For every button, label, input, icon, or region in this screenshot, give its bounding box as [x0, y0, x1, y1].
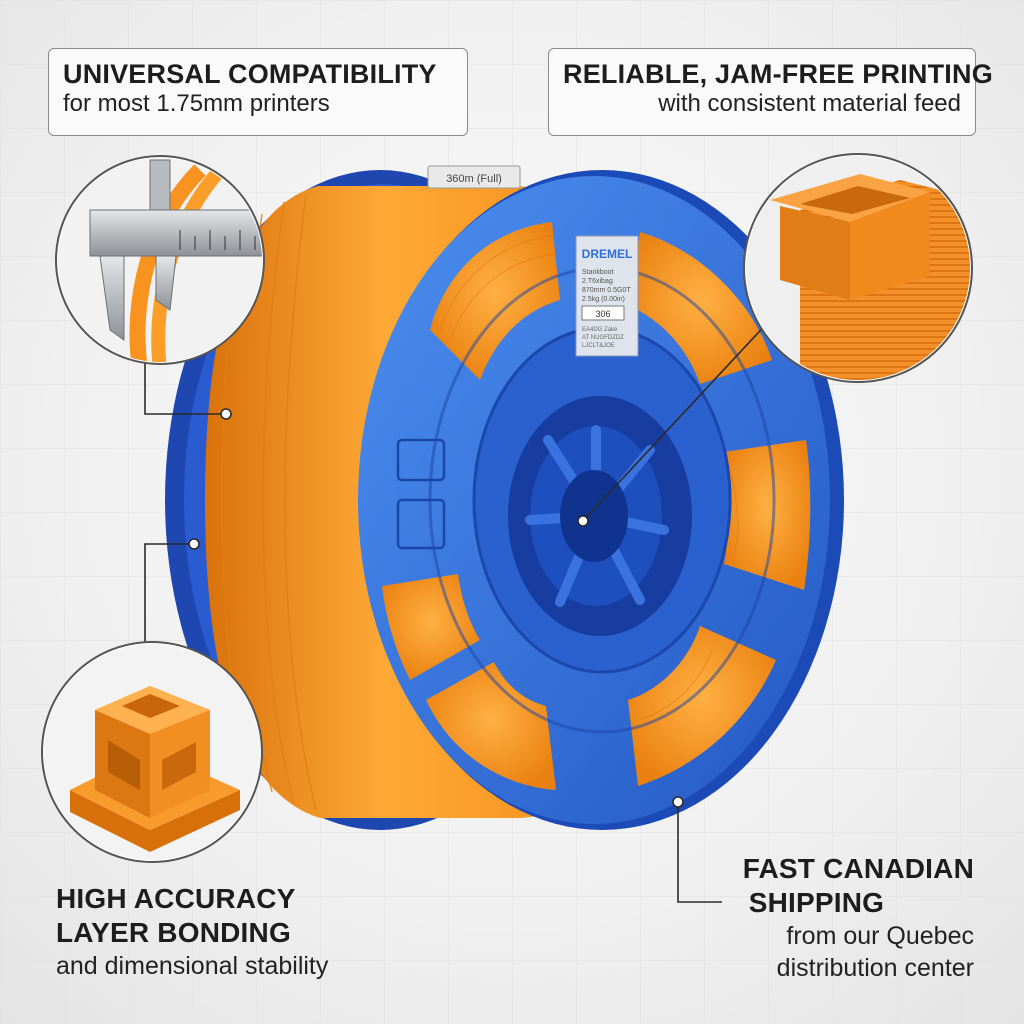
jam-free-callout: RELIABLE, JAM-FREE PRINTING with consist…: [548, 48, 993, 136]
caliper-inset: [55, 155, 265, 365]
label-line: 2.T6xibag: [582, 278, 613, 285]
compatibility-subtitle: for most 1.75mm printers: [63, 90, 330, 117]
label-small-line: LJCLT&JOE: [582, 343, 615, 349]
shipping-title-line2: SHIPPING: [748, 887, 885, 918]
filament-spool: 360m (Full): [165, 165, 844, 830]
spool-length-label: [427, 165, 521, 189]
compatibility-title: UNIVERSAL COMPATIBILITY: [63, 59, 437, 89]
brand-logo-text: DREMEL: [582, 247, 633, 261]
accuracy-title-line2: LAYER BONDING: [56, 917, 291, 948]
accuracy-callout: HIGH ACCURACY LAYER BONDING and dimensio…: [56, 882, 328, 982]
flange-emboss-icons: [396, 438, 446, 550]
label-line: 870mm 0.5G0T: [582, 287, 631, 294]
label-number: 306: [595, 309, 610, 319]
label-small-line: EA4DG Zake: [582, 327, 618, 333]
jam-free-subtitle: with consistent material feed: [658, 90, 961, 117]
label-small-line: AT NUGFDZDZ: [582, 335, 624, 341]
caliper-icon: [89, 209, 262, 257]
compatibility-callout: UNIVERSAL COMPATIBILITY for most 1.75mm …: [48, 48, 468, 136]
shipping-subtitle-line1: from our Quebec: [786, 922, 974, 950]
cube-inset: [743, 153, 973, 383]
printed-test-part-icon: [44, 644, 260, 860]
spool-length-text: 360m (Full): [446, 173, 502, 185]
shipping-title-line1: FAST CANADIAN: [742, 853, 974, 884]
shipping-callout: FAST CANADIAN SHIPPING from our Quebec d…: [743, 852, 974, 984]
flange-windows: [382, 222, 811, 790]
shipping-subtitle-line2: distribution center: [776, 954, 974, 982]
test-print-inset: [41, 641, 263, 863]
jam-free-title: RELIABLE, JAM-FREE PRINTING: [563, 59, 993, 89]
spool-label: [575, 235, 639, 357]
accuracy-subtitle: and dimensional stability: [56, 952, 329, 980]
accuracy-title-line1: HIGH ACCURACY: [56, 883, 296, 914]
label-line: Stankboot: [582, 269, 614, 276]
leader-dots: [188, 408, 684, 808]
label-line: 2.5kg (0.00in): [582, 296, 625, 303]
